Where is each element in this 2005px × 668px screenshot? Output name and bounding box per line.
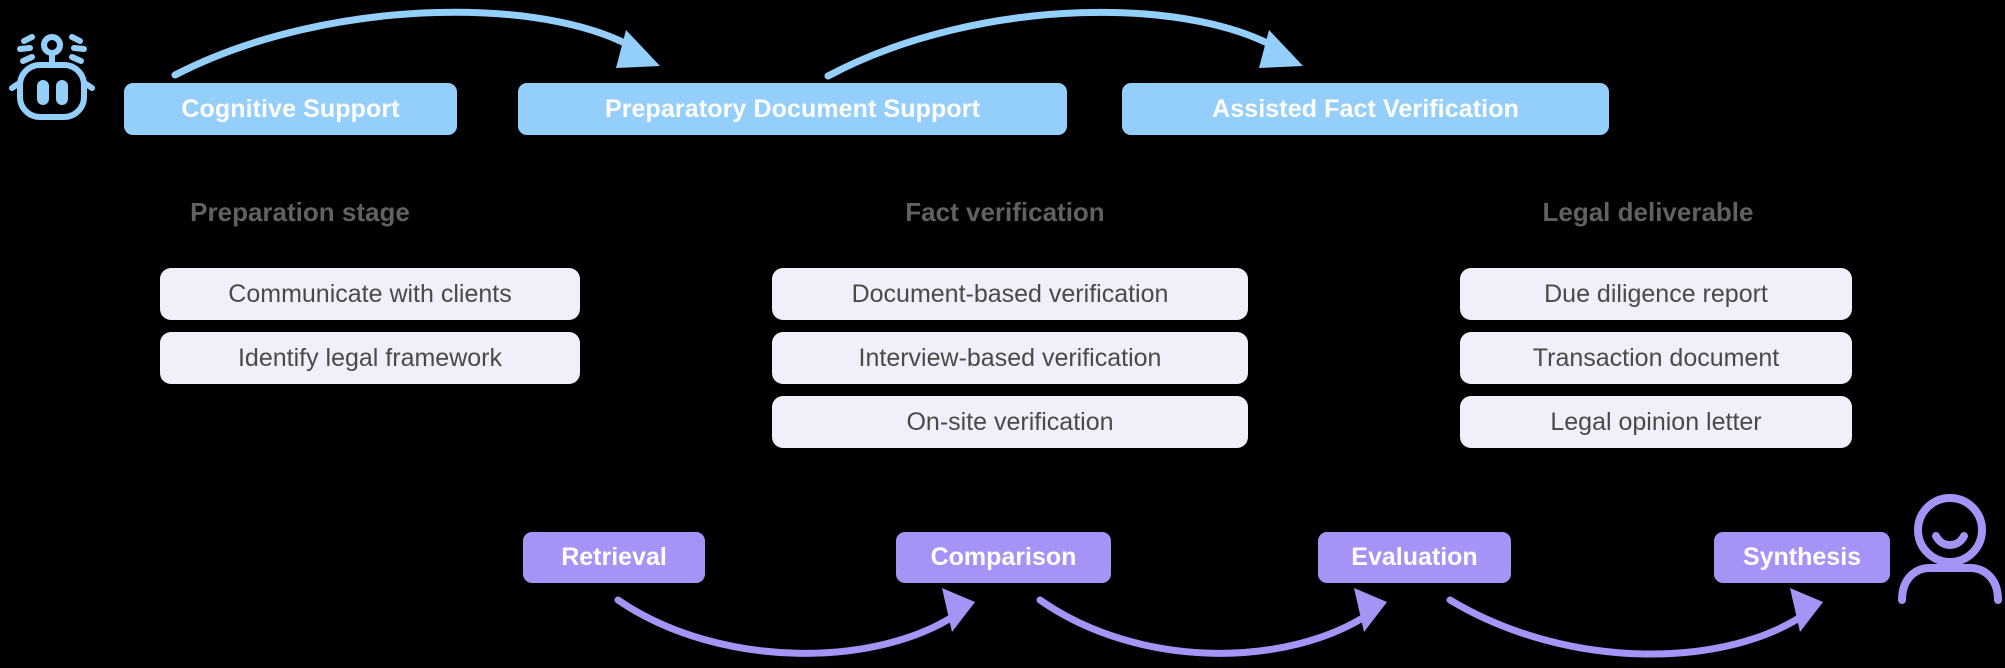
item-column-preparation-stage: Communicate with clients Identify legal … — [160, 268, 580, 384]
arrow-retrieval-to-comparison — [614, 588, 975, 657]
list-item[interactable]: Transaction document — [1460, 332, 1852, 384]
stage-heading-fact-verification: Fact verification — [905, 197, 1105, 227]
arrow-cognitive-to-preparatory — [171, 8, 660, 79]
list-item[interactable]: Identify legal framework — [160, 332, 580, 384]
robot-icon — [9, 34, 95, 120]
arrow-evaluation-to-synthesis — [1446, 588, 1823, 658]
stage-heading-preparation-stage: Preparation stage — [190, 197, 410, 227]
list-item[interactable]: Due diligence report — [1460, 268, 1852, 320]
capability-chip-cognitive-support[interactable]: Cognitive Support — [124, 83, 457, 135]
action-chip-synthesis[interactable]: Synthesis — [1714, 532, 1890, 583]
capability-chip-preparatory-document-support[interactable]: Preparatory Document Support — [518, 83, 1067, 135]
action-chip-comparison[interactable]: Comparison — [896, 532, 1111, 583]
list-item[interactable]: Interview-based verification — [772, 332, 1248, 384]
item-column-fact-verification: Document-based verification Interview-ba… — [772, 268, 1248, 448]
person-icon — [1898, 494, 2002, 604]
list-item[interactable]: Document-based verification — [772, 268, 1248, 320]
list-item[interactable]: On-site verification — [772, 396, 1248, 448]
arrow-comparison-to-evaluation — [1036, 588, 1387, 657]
arrow-preparatory-to-assisted — [824, 8, 1303, 80]
capability-chip-assisted-fact-verification[interactable]: Assisted Fact Verification — [1122, 83, 1609, 135]
stage-heading-legal-deliverable: Legal deliverable — [1542, 197, 1754, 227]
action-chip-retrieval[interactable]: Retrieval — [523, 532, 705, 583]
list-item[interactable]: Communicate with clients — [160, 268, 580, 320]
item-column-legal-deliverable: Due diligence report Transaction documen… — [1460, 268, 1852, 448]
list-item[interactable]: Legal opinion letter — [1460, 396, 1852, 448]
action-chip-evaluation[interactable]: Evaluation — [1318, 532, 1511, 583]
